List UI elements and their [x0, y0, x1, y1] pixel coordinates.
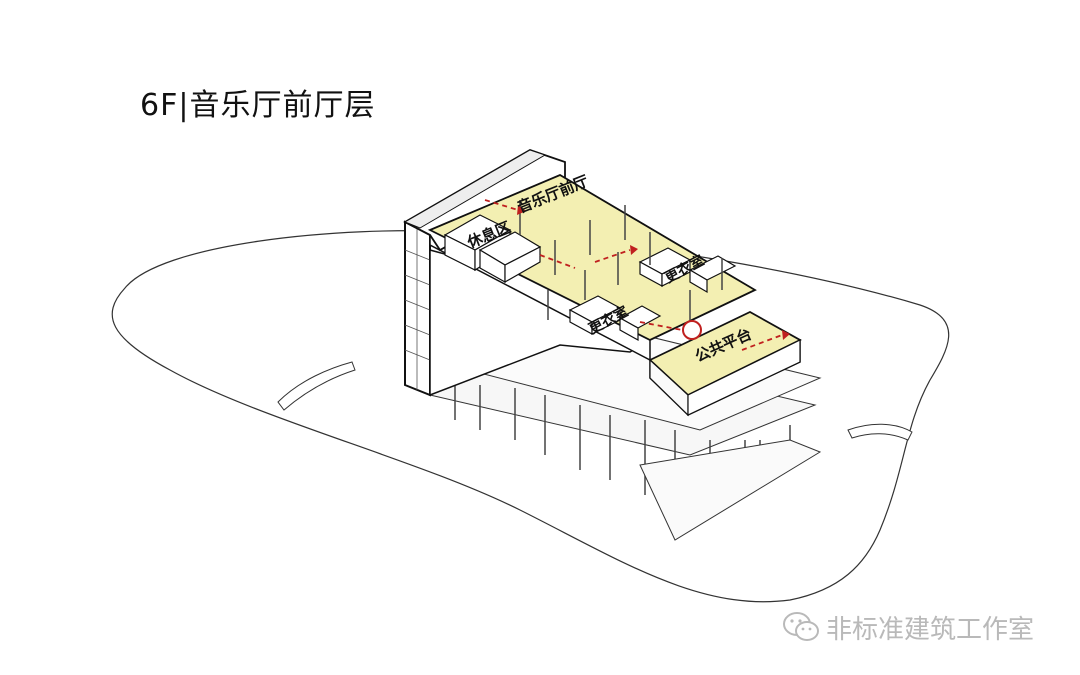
changing-room-2-boxes — [568, 295, 662, 342]
ground-slab — [639, 439, 822, 541]
ramp-left — [277, 361, 356, 411]
page-title: 6F|音乐厅前厅层 — [140, 88, 376, 123]
core-tower-top — [403, 149, 547, 229]
watermark-text: 非标准建筑工作室 — [826, 614, 1035, 645]
route-arrows — [517, 205, 790, 340]
back-wall — [429, 174, 756, 291]
floor-columns — [519, 200, 723, 320]
platform-side — [687, 339, 801, 416]
rest-area-rooms — [443, 214, 542, 284]
changing-room-1-boxes — [638, 247, 737, 294]
facade-left-grid — [404, 227, 431, 390]
route-node-icon — [682, 320, 702, 340]
circulation-route — [484, 199, 783, 351]
watermark: 非标准建筑工作室 — [782, 610, 1035, 645]
ramp-right — [847, 423, 913, 441]
wechat-icon — [783, 612, 819, 641]
